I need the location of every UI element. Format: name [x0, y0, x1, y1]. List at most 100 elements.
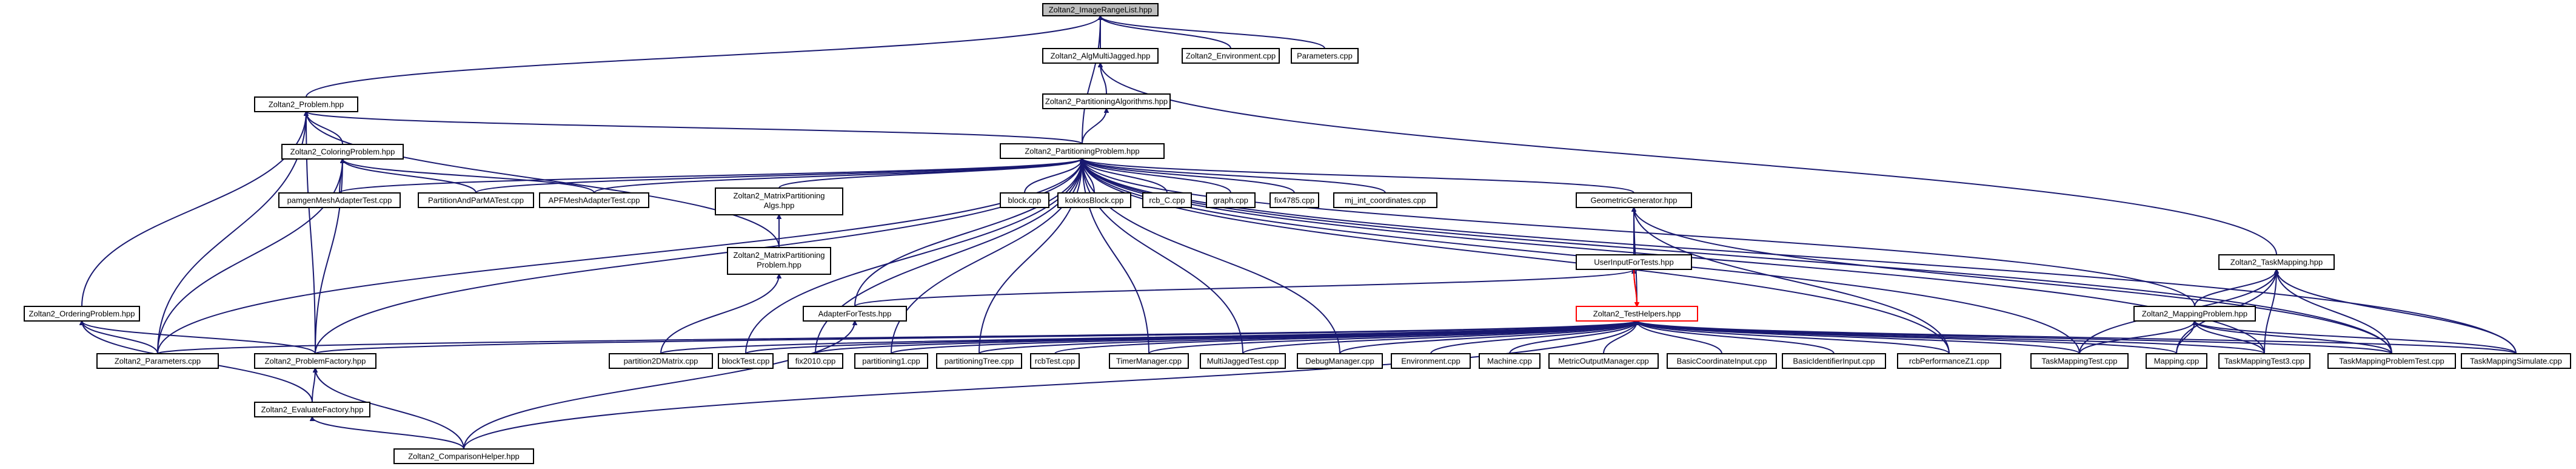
node-label: Zoltan2_Environment.cpp [1186, 52, 1276, 61]
node-rcb-c-cpp[interactable]: rcb_C.cpp [1142, 192, 1192, 208]
node-label: AdapterForTests.hpp [818, 309, 892, 319]
edge-n49-to-n24 [463, 321, 855, 450]
node-box [715, 187, 843, 215]
edge-n47-to-n22 [2195, 320, 2517, 354]
node-label: TaskMappingTest.cpp [2041, 357, 2117, 366]
node-userinputfortests-hpp[interactable]: UserInputForTests.hpp [1576, 254, 1692, 270]
node-machine-cpp[interactable]: Machine.cpp [1479, 353, 1541, 369]
node-box [936, 353, 1022, 369]
node-fix4785-cpp[interactable]: fix4785.cpp [1270, 192, 1319, 208]
node-box [1297, 353, 1383, 369]
node-box [539, 192, 649, 208]
node-label: MetricOutputManager.cpp [1558, 357, 1649, 366]
node-rcbperformancez1-cpp[interactable]: rcbPerformanceZ1.cpp [1897, 353, 2001, 369]
node-label: Zoltan2_ProblemFactory.hpp [265, 357, 366, 366]
node-label: block.cpp [1008, 196, 1042, 205]
node-box [2146, 353, 2207, 369]
node-label: MultiJaggedTest.cpp [1207, 357, 1279, 366]
node-rcbtest-cpp[interactable]: rcbTest.cpp [1030, 353, 1080, 369]
node-label: Zoltan2_EvaluateFactory.hpp [261, 405, 364, 414]
edge-n46-to-n25 [1637, 321, 2392, 354]
node-partitioningtree-cpp[interactable]: partitioningTree.cpp [936, 353, 1022, 369]
node-label: Parameters.cpp [1297, 52, 1353, 61]
edge-n4-to-n0 [306, 16, 1100, 98]
node-blocktest-cpp[interactable]: blockTest.cpp [718, 353, 774, 369]
node-kokkosblock-cpp[interactable]: kokkosBlock.cpp [1057, 192, 1131, 208]
node-multijaggedtest-cpp[interactable]: MultiJaggedTest.cpp [1200, 353, 1286, 369]
node-zoltan2-coloringproblem-hpp[interactable]: Zoltan2_ColoringProblem.hpp [281, 144, 404, 160]
node-zoltan2-comparisonhelper-hpp[interactable]: Zoltan2_ComparisonHelper.hpp [393, 448, 534, 464]
node-label: GeometricGenerator.hpp [1590, 196, 1677, 205]
node-geometricgenerator-hpp[interactable]: GeometricGenerator.hpp [1576, 192, 1692, 208]
node-taskmappingtest-cpp[interactable]: TaskMappingTest.cpp [2030, 353, 2129, 369]
edge-n31-to-n6 [891, 158, 1082, 354]
node-label: Mapping.cpp [2154, 357, 2199, 366]
node-basicidentifierinput-cpp[interactable]: BasicIdentifierInput.cpp [1782, 353, 1886, 369]
node-taskmappingproblemtest-cpp[interactable]: TaskMappingProblemTest.cpp [2327, 353, 2456, 369]
node-graph-cpp[interactable]: graph.cpp [1206, 192, 1256, 208]
node-zoltan2-evaluatefactory-hpp[interactable]: Zoltan2_EvaluateFactory.hpp [254, 402, 370, 417]
node-label: Zoltan2_Parameters.cpp [115, 357, 201, 366]
node-basiccoordinateinput-cpp[interactable]: BasicCoordinateInput.cpp [1667, 353, 1777, 369]
node-zoltan2-environment-cpp[interactable]: Zoltan2_Environment.cpp [1182, 48, 1280, 64]
node-mapping-cpp[interactable]: Mapping.cpp [2146, 353, 2207, 369]
node-debugmanager-cpp[interactable]: DebugManager.cpp [1297, 353, 1383, 369]
node-box [1782, 353, 1886, 369]
edge-n32-to-n6 [979, 158, 1082, 354]
node-label: Zoltan2_PartitioningAlgorithms.hpp [1045, 97, 1168, 106]
node-metricoutputmanager-cpp[interactable]: MetricOutputManager.cpp [1548, 353, 1659, 369]
node-box [1000, 192, 1049, 208]
node-mj-int-coordinates-cpp[interactable]: mj_int_coordinates.cpp [1333, 192, 1437, 208]
edge-n22-to-n21 [2194, 269, 2277, 307]
node-zoltan2-testhelpers-hpp[interactable]: Zoltan2_TestHelpers.hpp [1576, 306, 1698, 322]
node-zoltan2-parameters-cpp[interactable]: Zoltan2_Parameters.cpp [96, 353, 219, 369]
node-partition2dmatrix-cpp[interactable]: partition2DMatrix.cpp [609, 353, 713, 369]
edge-n46-to-n19 [1634, 208, 2392, 354]
node-label: Zoltan2_PartitioningProblem.hpp [1025, 147, 1139, 156]
node-zoltan2-algmultijagged-hpp[interactable]: Zoltan2_AlgMultiJagged.hpp [1042, 48, 1159, 64]
edge-n9-to-n6 [475, 158, 1082, 194]
node-adapterfortests-hpp[interactable]: AdapterForTests.hpp [803, 306, 907, 322]
node-box [788, 353, 843, 369]
node-box [1270, 192, 1319, 208]
node-block-cpp[interactable]: block.cpp [1000, 192, 1049, 208]
node-box [281, 144, 404, 160]
node-box [1479, 353, 1541, 369]
node-zoltan2-partitioningalgorithms-hpp[interactable]: Zoltan2_PartitioningAlgorithms.hpp [1042, 93, 1171, 109]
node-partitionandparmatest-cpp[interactable]: PartitionAndParMATest.cpp [418, 192, 534, 208]
node-parameters-cpp[interactable]: Parameters.cpp [1291, 48, 1359, 64]
node-timermanager-cpp[interactable]: TimerManager.cpp [1109, 353, 1189, 369]
node-fix2010-cpp[interactable]: fix2010.cpp [788, 353, 843, 369]
node-label: BasicCoordinateInput.cpp [1677, 357, 1767, 366]
node-label: Zoltan2_ColoringProblem.hpp [290, 147, 395, 157]
node-label: Zoltan2_MatrixPartitioning [733, 191, 825, 200]
node-box [1182, 48, 1280, 64]
node-box [278, 192, 401, 208]
node-label: rcbTest.cpp [1035, 357, 1075, 366]
node-zoltan2-imagerangelist-hpp[interactable]: Zoltan2_ImageRangeList.hpp [1042, 3, 1159, 16]
node-label: TaskMappingProblemTest.cpp [2339, 357, 2444, 366]
edge-n40-to-n25 [1637, 321, 1722, 354]
node-box [2030, 353, 2129, 369]
node-environment-cpp[interactable]: Environment.cpp [1391, 353, 1471, 369]
node-apfmeshadaptertest-cpp[interactable]: APFMeshAdapterTest.cpp [539, 192, 649, 208]
node-zoltan2-taskmapping-hpp[interactable]: Zoltan2_TaskMapping.hpp [2218, 254, 2335, 270]
node-zoltan2-orderingproblem-hpp[interactable]: Zoltan2_OrderingProblem.hpp [24, 306, 140, 322]
node-box [1391, 353, 1471, 369]
node-taskmappingtest3-cpp[interactable]: TaskMappingTest3.cpp [2218, 353, 2310, 369]
node-label: fix2010.cpp [795, 357, 836, 366]
node-label: BasicIdentifierInput.cpp [1793, 357, 1875, 366]
node-partitioning1-cpp[interactable]: partitioning1.cpp [854, 353, 928, 369]
node-zoltan2-partitioningproblem-hpp[interactable]: Zoltan2_PartitioningProblem.hpp [1000, 143, 1165, 159]
node-box [1042, 3, 1159, 16]
node-pamgenmeshadaptertest-cpp[interactable]: pamgenMeshAdapterTest.cpp [278, 192, 401, 208]
node-taskmappingsimulate-cpp[interactable]: TaskMappingSimulate.cpp [2461, 353, 2571, 369]
edge-n37-to-n25 [1430, 321, 1637, 354]
node-box [2327, 353, 2456, 369]
node-zoltan2-problem-hpp[interactable]: Zoltan2_Problem.hpp [254, 96, 358, 112]
node-zoltan2-problemfactory-hpp[interactable]: Zoltan2_ProblemFactory.hpp [254, 353, 376, 369]
node-zoltan2-mappingproblem-hpp[interactable]: Zoltan2_MappingProblem.hpp [2133, 306, 2256, 322]
